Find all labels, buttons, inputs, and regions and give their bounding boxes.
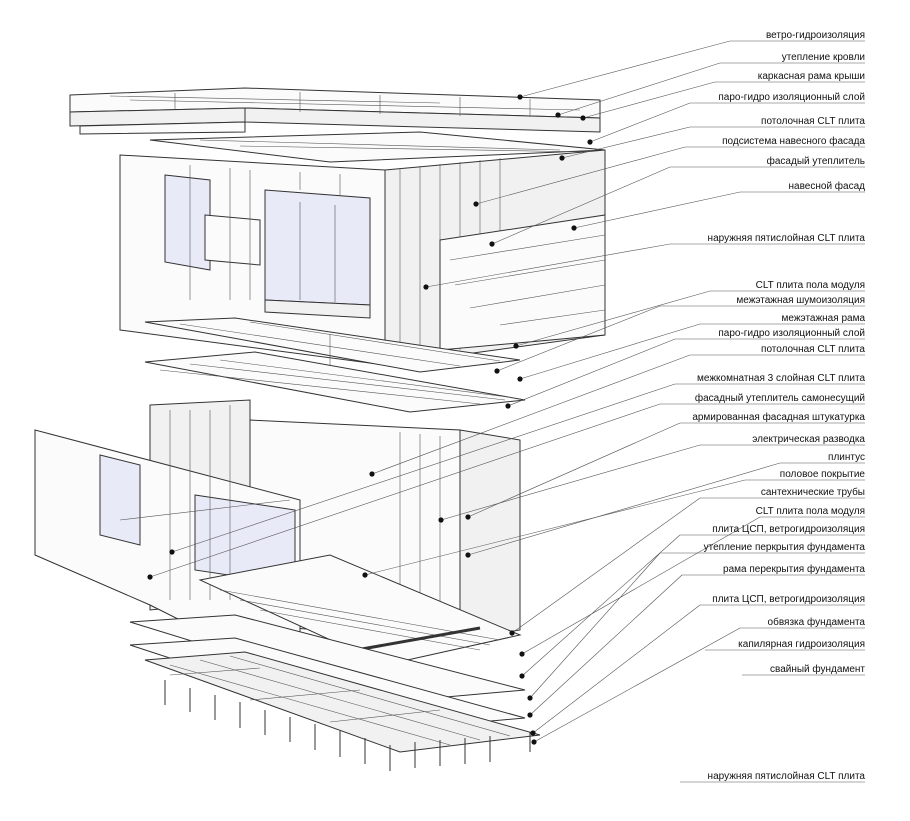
callout-leader bbox=[529, 574, 683, 716]
callout-dot bbox=[559, 155, 565, 161]
callout-dot bbox=[580, 115, 586, 121]
callout-leader bbox=[521, 534, 681, 677]
callout-label: плита ЦСП, ветрогидроизоляция bbox=[712, 524, 865, 535]
callout-label: сантехнические трубы bbox=[761, 486, 865, 498]
callout-label: плинтус bbox=[828, 452, 865, 463]
callout-label: межэтажная рама bbox=[782, 313, 866, 324]
callout-label: электрическая разводка bbox=[752, 434, 865, 445]
callout-label: фасадный утеплитель самонесущий bbox=[695, 392, 865, 404]
callout-dot bbox=[509, 630, 515, 636]
callout-leader bbox=[533, 627, 741, 743]
callout-leader bbox=[515, 290, 711, 347]
callout-leader bbox=[507, 338, 676, 407]
callout-dot bbox=[494, 368, 500, 374]
callout-leader bbox=[467, 422, 681, 518]
callout-dot bbox=[369, 471, 375, 477]
callout-leader bbox=[425, 243, 671, 288]
callout-dot bbox=[147, 574, 153, 580]
callout-leader bbox=[582, 81, 716, 119]
callout-label: навесной фасад bbox=[789, 180, 866, 192]
callout-dot bbox=[587, 139, 593, 145]
roof-assembly bbox=[69, 87, 606, 163]
callout-dot bbox=[527, 712, 533, 718]
callout-labels: ветро-гидроизоляция утепление кровли карка… bbox=[147, 30, 866, 783]
callout-label: потолочная CLT плита bbox=[761, 344, 865, 355]
callout-label: армированная фасадная штукатурка bbox=[692, 411, 865, 423]
callout-dot bbox=[517, 376, 523, 382]
callout-label: каркасная рама крыши bbox=[758, 71, 865, 82]
callout-dot bbox=[530, 730, 536, 736]
callout-label: половое покрытие bbox=[780, 469, 866, 480]
callout-leader bbox=[529, 552, 661, 699]
callout-leader bbox=[519, 40, 731, 98]
callout-label: межэтажная шумоизоляция bbox=[736, 295, 865, 306]
callout-leader bbox=[561, 126, 691, 159]
callout-leader bbox=[519, 323, 701, 380]
callout-label: подсистема навесного фасада bbox=[722, 135, 865, 147]
foundation bbox=[129, 614, 541, 771]
callout-label: наружняя пятислойная CLT плита bbox=[708, 771, 866, 782]
callout-leader bbox=[149, 403, 661, 578]
callout-leader bbox=[475, 146, 686, 205]
callout-label: паро-гидро изоляционный слой bbox=[718, 328, 865, 339]
callout-label: межкомнатная 3 слойная CLT плита bbox=[697, 373, 865, 384]
callout-leader bbox=[532, 604, 701, 734]
upper-module bbox=[119, 149, 606, 366]
callout-leader bbox=[521, 516, 761, 655]
callout-label: CLT плита пола модуля bbox=[756, 280, 865, 291]
callout-dot bbox=[519, 651, 525, 657]
callout-dot bbox=[513, 343, 519, 349]
callout-dot bbox=[465, 552, 471, 558]
callout-leader bbox=[496, 305, 661, 372]
callout-leader bbox=[589, 102, 691, 143]
callout-dot bbox=[423, 284, 429, 290]
callout-label: утепление кровли bbox=[782, 52, 865, 63]
callout-dot bbox=[527, 695, 533, 701]
callout-dot bbox=[505, 403, 511, 409]
callout-label: ветро-гидроизоляция bbox=[766, 30, 865, 41]
callout-label: обвязка фундамента bbox=[768, 616, 866, 628]
callout-dot bbox=[489, 241, 495, 247]
callout-label: капилярная гидроизоляция bbox=[738, 639, 865, 650]
callout-label: CLT плита пола модуля bbox=[756, 506, 865, 517]
callout-leader bbox=[573, 191, 741, 229]
interfloor-layers bbox=[144, 317, 526, 413]
callout-label: фасадый утеплитель bbox=[767, 155, 865, 167]
callout-label: утепление перкрытия фундамента bbox=[704, 541, 866, 553]
callout-dot bbox=[517, 94, 523, 100]
callout-dot bbox=[571, 225, 577, 231]
callout-dot bbox=[169, 549, 175, 555]
callout-dot bbox=[519, 673, 525, 679]
callout-leader bbox=[491, 166, 671, 245]
callout-dot bbox=[473, 201, 479, 207]
callout-label: плита ЦСП, ветрогидроизоляция bbox=[712, 594, 865, 605]
callout-label: паро-гидро изоляционный слой bbox=[718, 92, 865, 103]
callout-leader bbox=[364, 479, 746, 576]
callout-label: свайный фундамент bbox=[770, 663, 865, 675]
callout-leader bbox=[511, 497, 701, 634]
callout-dot bbox=[438, 517, 444, 523]
callout-leader bbox=[467, 462, 781, 556]
callout-label: наружняя пятислойная CLT плита bbox=[708, 233, 866, 244]
callout-leader bbox=[557, 62, 721, 116]
callout-dot bbox=[465, 514, 471, 520]
callout-dot bbox=[362, 572, 368, 578]
callout-dot bbox=[531, 739, 537, 745]
callout-leader bbox=[440, 444, 701, 521]
callout-leader bbox=[371, 354, 691, 475]
callout-label: рама перекрытия фундамента bbox=[723, 563, 865, 575]
callout-leader bbox=[171, 383, 676, 553]
lower-module bbox=[34, 399, 522, 681]
callout-dot bbox=[555, 112, 561, 118]
callout-label: потолочная CLT плита bbox=[761, 116, 865, 127]
